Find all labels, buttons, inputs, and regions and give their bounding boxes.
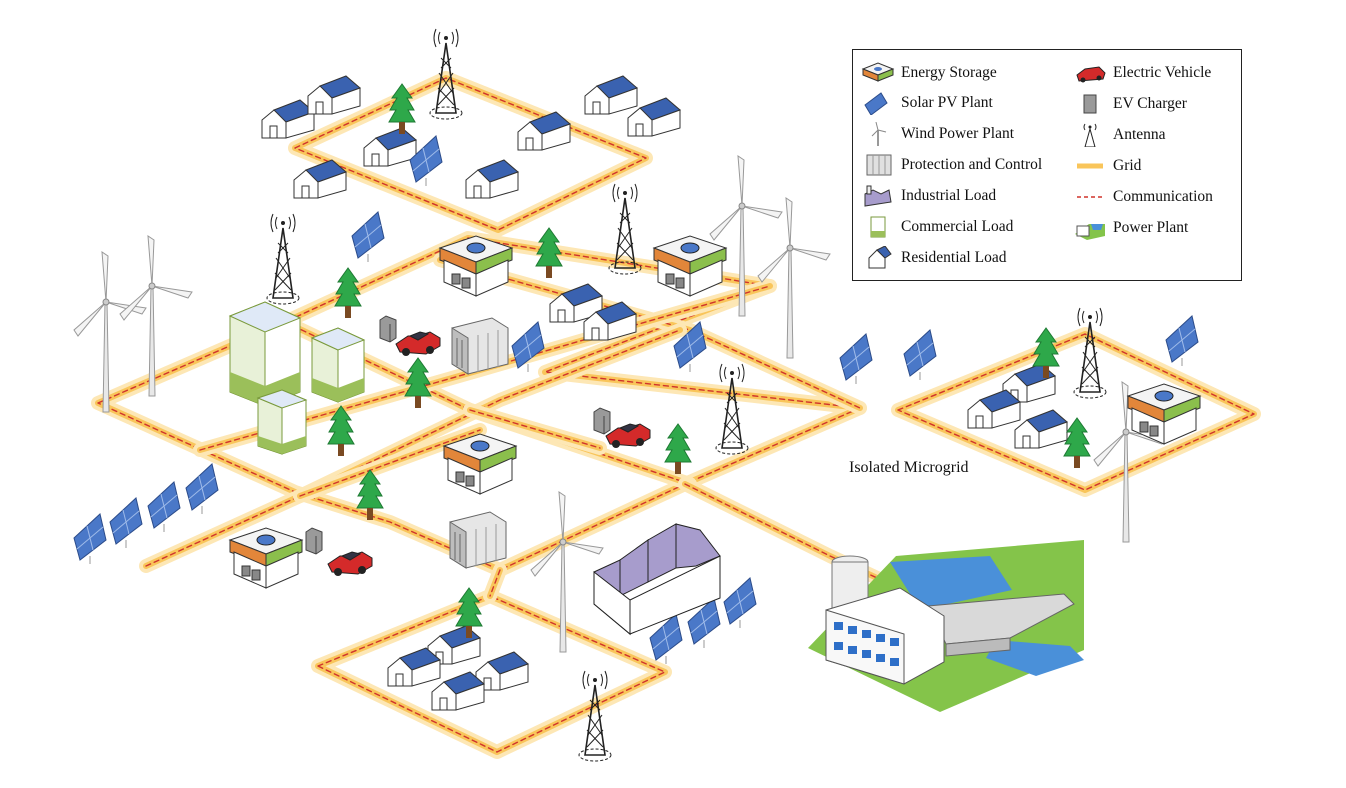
commercial-load-icon	[870, 216, 886, 238]
legend-label: Industrial Load	[901, 187, 997, 204]
energy-storage-icon	[653, 235, 727, 297]
solar-panel-icon	[147, 481, 181, 533]
grid-line	[315, 593, 668, 755]
industrial-load	[593, 523, 721, 636]
house-icon	[584, 75, 638, 115]
house-icon	[387, 647, 441, 687]
antenna-icon	[715, 363, 749, 455]
communication-line	[145, 329, 681, 567]
legend-label: Wind Power Plant	[901, 125, 1015, 142]
electric-vehicle-icon	[1076, 66, 1106, 83]
commercial-building	[228, 301, 302, 407]
antenna-icon	[1073, 307, 1107, 399]
legend-label: Residential Load	[901, 249, 1007, 266]
communication-line-icon	[1077, 196, 1103, 198]
legend-item: Power Plant	[1073, 215, 1188, 241]
house-icon	[307, 75, 361, 115]
legend-item: Electric Vehicle	[1073, 60, 1211, 86]
solar-panel-icon	[864, 92, 888, 115]
energy-storage-icon	[443, 433, 517, 495]
solar-panel-icon	[723, 577, 757, 629]
communication-line	[897, 333, 1255, 491]
legend-item: Protection and Control	[861, 152, 1042, 178]
legend-label: EV Charger	[1113, 95, 1187, 112]
legend-item: Communication	[1073, 184, 1213, 210]
legend-item: EV Charger	[1073, 91, 1187, 117]
legend-item: Wind Power Plant	[861, 121, 1014, 147]
house-icon	[261, 99, 315, 139]
legend-label: Communication	[1113, 188, 1213, 205]
ev-charger-icon	[593, 407, 611, 435]
power-plant	[808, 540, 1084, 712]
ev-charger-icon	[305, 527, 323, 555]
solar-panel-icon	[839, 333, 873, 385]
antenna-icon	[1083, 123, 1097, 147]
communication-line	[439, 259, 861, 409]
legend-label: Commercial Load	[901, 218, 1014, 235]
tree-icon	[1063, 417, 1091, 469]
tree-icon	[535, 227, 563, 279]
house-icon	[465, 159, 519, 199]
house-icon	[363, 127, 417, 167]
energy-storage-icon	[229, 527, 303, 589]
legend-label: Energy Storage	[901, 64, 997, 81]
ev-charger-icon	[1083, 94, 1097, 114]
electric-vehicle-icon	[327, 551, 373, 577]
legend-label: Grid	[1113, 157, 1142, 174]
grid-line-icon	[1077, 163, 1103, 169]
legend-item: Commercial Load	[861, 214, 1013, 240]
protection-control-icon	[451, 317, 509, 375]
tree-icon	[334, 267, 362, 319]
energy-storage-icon	[439, 235, 513, 297]
legend-label: Solar PV Plant	[901, 94, 993, 111]
industrial-load-icon	[864, 185, 892, 207]
communication-line	[299, 429, 481, 497]
wind-turbine-icon	[871, 122, 887, 146]
energy-storage-icon	[861, 62, 895, 82]
electric-vehicle-icon	[605, 423, 651, 449]
legend-item: Grid	[1073, 153, 1141, 179]
tree-icon	[664, 423, 692, 475]
solar-panel-icon	[109, 497, 143, 549]
communication-line	[489, 569, 501, 597]
legend-item: Industrial Load	[861, 183, 996, 209]
tree-icon	[404, 357, 432, 409]
ev-charger-icon	[379, 315, 397, 343]
solar-panel-icon	[903, 329, 937, 381]
legend-label: Antenna	[1113, 126, 1166, 143]
legend-item: Energy Storage	[861, 60, 997, 86]
legend-label: Protection and Control	[901, 156, 1043, 173]
house-icon	[1014, 409, 1068, 449]
legend-label: Electric Vehicle	[1113, 64, 1212, 81]
legend-item: Antenna	[1073, 122, 1166, 148]
isolated-microgrid-label: Isolated Microgrid	[849, 459, 969, 476]
solar-panel-icon	[511, 321, 545, 373]
house-icon	[293, 159, 347, 199]
solar-panel-icon	[185, 463, 219, 515]
legend-label: Power Plant	[1113, 219, 1189, 236]
power-plant-icon	[1075, 224, 1105, 240]
electric-vehicle-icon	[395, 331, 441, 357]
communication-line	[469, 409, 601, 449]
solar-panel-icon	[73, 513, 107, 565]
commercial-building	[256, 389, 308, 455]
house-icon	[868, 246, 892, 269]
commercial-building	[310, 327, 366, 403]
legend-item: Residential Load	[861, 245, 1006, 271]
solar-panel-icon	[1165, 315, 1199, 367]
protection-control-icon	[449, 511, 507, 569]
legend-item: Solar PV Plant	[861, 90, 993, 116]
solar-panel-icon	[351, 211, 385, 263]
wind-turbine-icon	[757, 197, 831, 359]
house-icon	[517, 111, 571, 151]
antenna-icon	[266, 213, 300, 305]
communication-line	[684, 483, 891, 585]
protection-control-icon	[866, 154, 892, 176]
house-icon	[967, 389, 1021, 429]
